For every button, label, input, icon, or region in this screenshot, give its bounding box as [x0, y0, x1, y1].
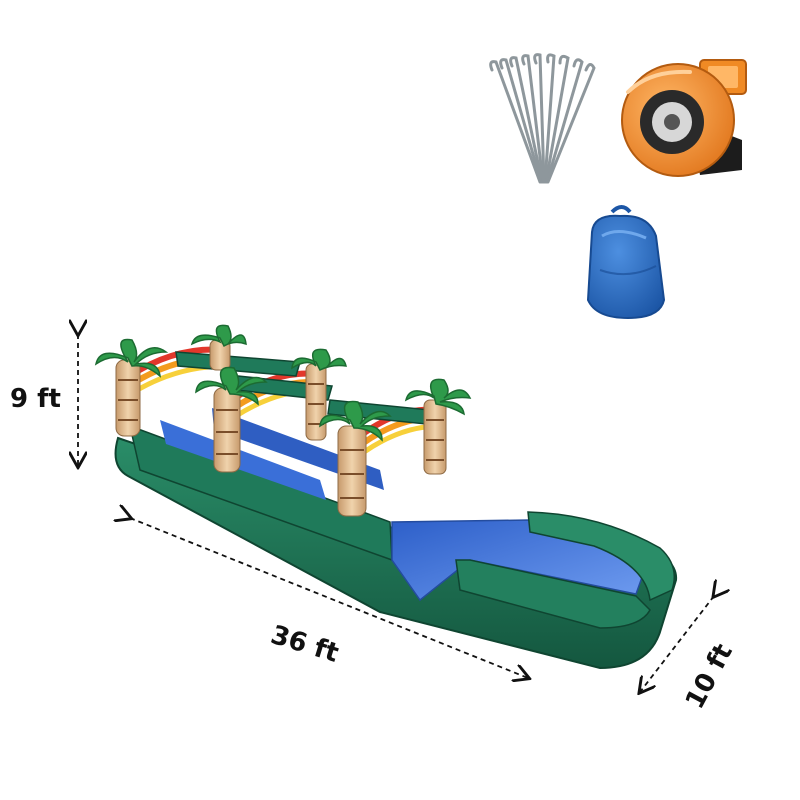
blower-icon	[621, 59, 747, 177]
height-label: 9 ft	[10, 384, 61, 414]
stakes-icon	[489, 53, 596, 184]
width-dimension-arrow	[640, 596, 714, 692]
water-slide-icon	[94, 324, 678, 670]
storage-bag-icon	[586, 205, 666, 320]
